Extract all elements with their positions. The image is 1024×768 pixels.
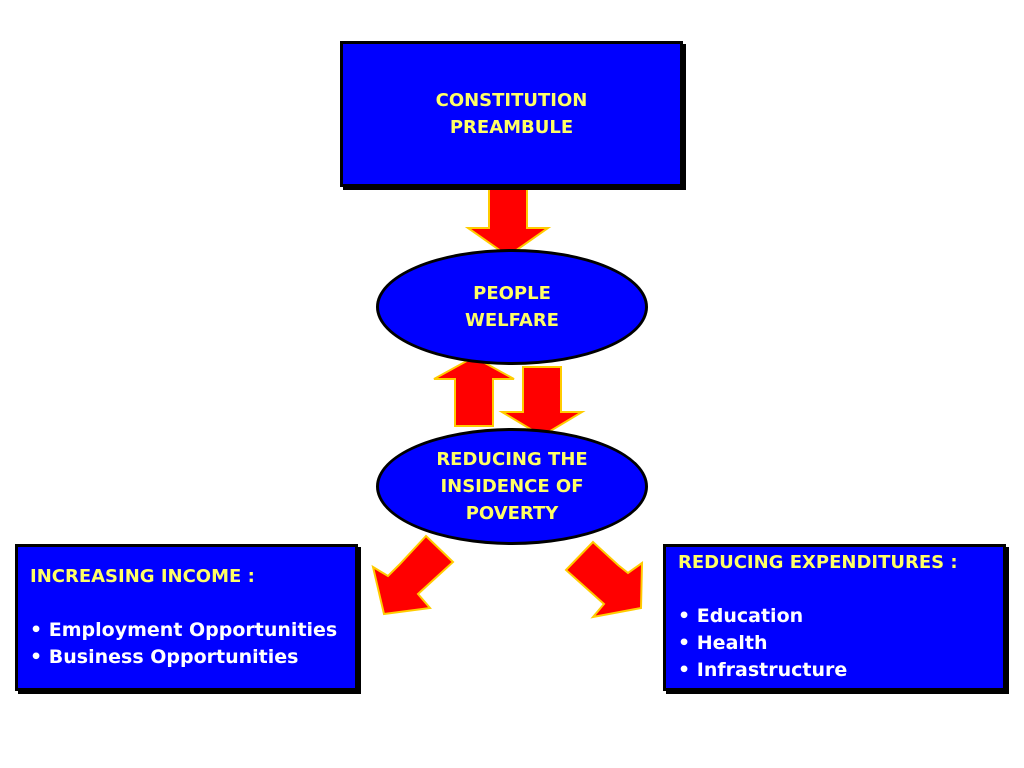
expenditure-item-infrastructure: Infrastructure [696,659,848,681]
bullet: • [678,632,691,654]
welfare-line2: WELFARE [465,310,559,331]
list-item: • Education [678,603,1003,630]
bullet: • [30,619,43,641]
arrow-up-to-welfare [433,355,515,427]
bullet: • [678,659,691,681]
welfare-line1: PEOPLE [473,283,551,304]
list-item: • Infrastructure [678,657,1003,684]
list-item: • Employment Opportunities [30,617,355,644]
poverty-line3: POVERTY [465,503,559,524]
poverty-line1: REDUCING THE [436,449,588,470]
expenditure-heading: REDUCING EXPENDITURES : [678,552,958,573]
list-item: • Health [678,630,1003,657]
expenditure-item-education: Education [696,605,804,627]
reducing-expenditures-box: REDUCING EXPENDITURES : • Education • He… [663,544,1006,691]
expenditure-item-health: Health [696,632,768,654]
bullet: • [678,605,691,627]
income-item-business: Business Opportunities [48,646,299,668]
constitution-line1: CONSTITUTION [435,90,588,111]
arrow-down-left-to-income [371,534,455,616]
income-item-employment: Employment Opportunities [48,619,338,641]
bullet: • [30,646,43,668]
arrow-down-to-welfare [464,187,552,258]
increasing-income-box: INCREASING INCOME : • Employment Opportu… [15,544,358,691]
people-welfare-oval: PEOPLE WELFARE [376,249,648,365]
constitution-line2: PREAMBULE [449,117,574,138]
list-item: • Business Opportunities [30,644,355,671]
arrow-down-right-to-expenditure [564,540,644,619]
constitution-preamble-box: CONSTITUTION PREAMBULE [340,41,683,187]
reducing-poverty-oval: REDUCING THE INSIDENCE OF POVERTY [376,428,648,545]
poverty-line2: INSIDENCE OF [440,476,584,497]
income-heading: INCREASING INCOME : [30,566,255,587]
arrow-down-to-poverty [498,366,586,438]
